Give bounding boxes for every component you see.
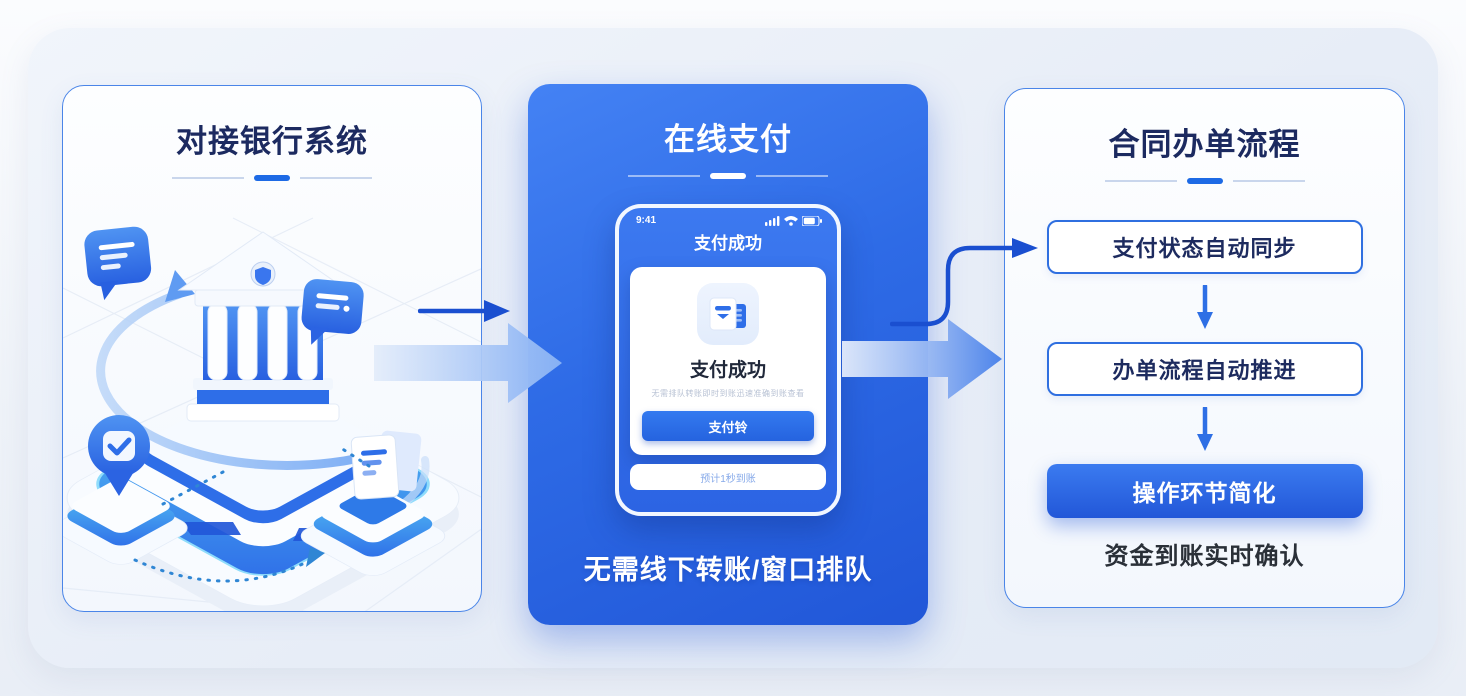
down-arrow-icon: [1196, 396, 1214, 464]
down-arrow-icon: [1196, 274, 1214, 342]
pay-button[interactable]: 支付铃: [642, 411, 814, 441]
panel-caption: 无需线下转账/窗口排队: [583, 555, 873, 585]
payment-success-card: 支付成功 无需排队转账即时到账迅速准确到账查看 支付铃: [630, 267, 826, 455]
dashed-arrow: [133, 446, 371, 583]
battery-icon: [802, 215, 822, 226]
bank-icon: [177, 231, 349, 422]
title-divider: [63, 175, 481, 181]
phone-footer-link[interactable]: 预计1秒到账: [630, 464, 826, 490]
flow-step-order-advance: 办单流程自动推进: [1046, 342, 1363, 396]
title-divider: [1005, 178, 1404, 184]
document-icon: [300, 430, 446, 576]
flow-footnote: 资金到账实时确认: [1104, 543, 1305, 570]
panel-online-payment: 在线支付 9:41 支付成功: [528, 84, 928, 625]
flow-step-payment-sync: 支付状态自动同步: [1046, 220, 1363, 274]
status-time: 9:41: [636, 215, 657, 226]
phone-nav-title: 支付成功: [694, 234, 762, 253]
bank-illustration: [63, 217, 481, 611]
signal-icon: [765, 215, 780, 226]
panel-contract-flow: 合同办单流程 支付状态自动同步 办单流程自动推进 操作环节简化 资金到账实时确认: [1004, 88, 1405, 608]
phone-mockup: 9:41 支付成功: [615, 204, 841, 516]
flow-step-simplified: 操作环节简化: [1046, 464, 1363, 518]
panel-bank-integration: 对接银行系统: [62, 85, 482, 612]
panel-title-middle: 在线支付: [664, 122, 792, 157]
receipt-document-icon: [697, 283, 759, 345]
title-divider: [528, 173, 928, 179]
location-pin-check-icon: [63, 415, 188, 565]
dashed-arrowhead: [306, 547, 325, 567]
process-flow: 支付状态自动同步 办单流程自动推进 操作环节简化 资金到账实时确认: [1005, 220, 1404, 571]
chat-bubble-icon: [84, 226, 152, 301]
panel-title-right: 合同办单流程: [1108, 127, 1301, 162]
phone-statusbar: 9:41: [619, 208, 837, 226]
chat-bubble-icon: [301, 279, 364, 345]
payment-status-title: 支付成功: [689, 360, 766, 381]
payment-status-subtitle: 无需排队转账即时到账迅速准确到账查看: [651, 389, 805, 398]
wifi-icon: [784, 215, 798, 226]
panel-title-left: 对接银行系统: [176, 124, 368, 159]
